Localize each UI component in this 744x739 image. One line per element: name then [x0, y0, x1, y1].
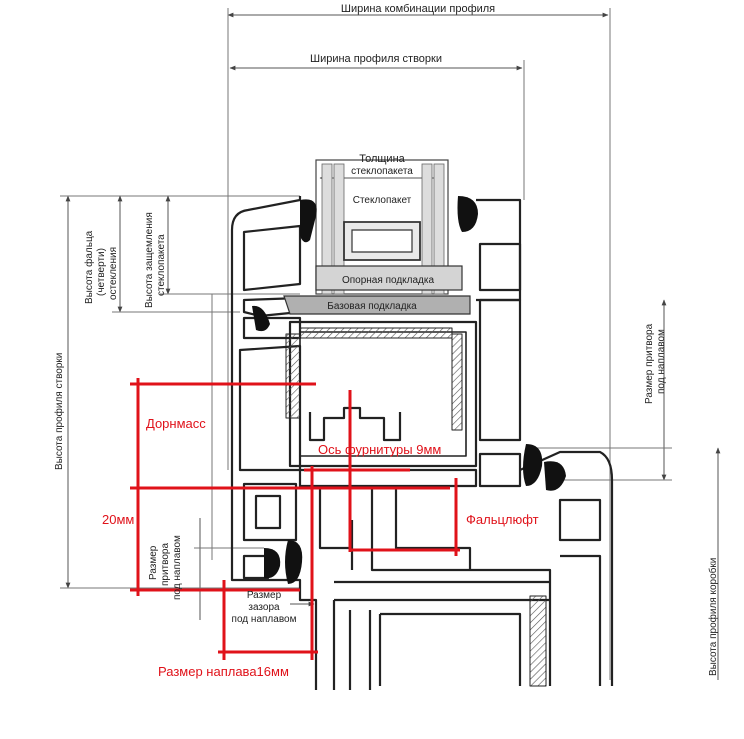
dornmass-label: Дорнмасс	[146, 416, 206, 431]
small-stop-label-2: притвора	[160, 543, 171, 586]
glass-unit-label: Стеклопакет	[353, 195, 412, 206]
small-stop-label-3: под наплавом	[172, 535, 183, 600]
glass-thickness-label: Толщина	[359, 153, 405, 165]
glass-unit	[283, 159, 471, 315]
clamp-height-label-2: стеклопакета	[156, 234, 167, 296]
red-annotations	[130, 378, 460, 660]
base-pad-label: Базовая подкладка	[327, 301, 417, 312]
small-stop-label: Размер	[148, 545, 159, 580]
rebate-height-label-2: (четверти)	[96, 248, 107, 296]
mm20-label: 20мм	[102, 512, 134, 527]
stop-size-label-2: под наплавом	[656, 329, 667, 394]
overlap-size-label: Размер наплава16мм	[158, 664, 289, 679]
combo-width-label: Ширина комбинации профиля	[341, 3, 495, 15]
falzluft-label: Фальцлюфт	[466, 512, 539, 527]
rebate-height-label: Высота фальца	[83, 230, 95, 304]
clamp-height-label: Высота защемления	[144, 212, 155, 308]
frame-height-label: Высота профиля коробки	[707, 558, 719, 676]
glass-thickness-label-2: стеклопакета	[351, 166, 413, 177]
sash-width-label: Ширина профиля створки	[310, 53, 442, 65]
sash-height-label: Высота профиля створки	[53, 353, 65, 470]
rebate-height-label-3: остекления	[108, 247, 119, 300]
gap-label: Размер	[247, 590, 282, 601]
hardware-axis-label: Ось фурнитуры 9мм	[318, 442, 441, 457]
gap-label-2: зазора	[248, 602, 280, 613]
profile-drawing	[230, 196, 614, 690]
support-pad-label: Опорная подкладка	[342, 275, 434, 286]
gap-label-3: под наплавом	[232, 614, 297, 625]
gaskets	[252, 196, 566, 584]
stop-size-label: Размер притвора	[644, 323, 655, 404]
